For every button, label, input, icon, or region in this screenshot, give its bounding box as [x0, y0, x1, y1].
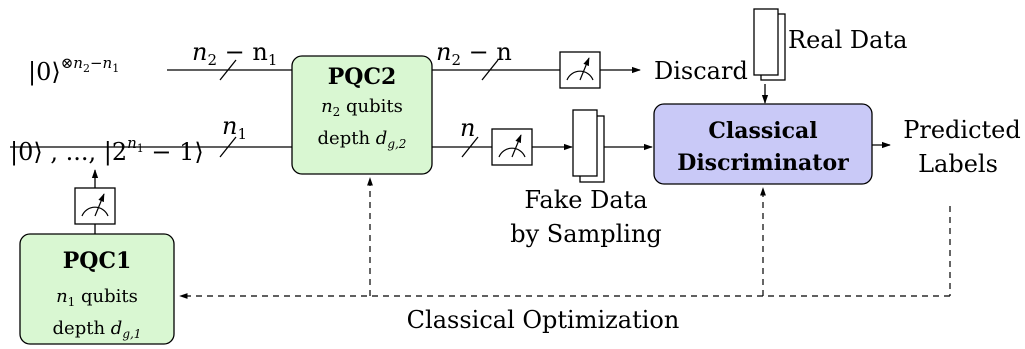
pqc2-box	[291, 55, 433, 175]
meter-needle-icon	[94, 193, 105, 217]
wire-label-top-output: n2 − n	[436, 38, 512, 69]
predicted-labels-line1: Predicted	[903, 116, 1021, 144]
optimization-feedback	[179, 177, 951, 299]
meter-needle-icon	[579, 57, 590, 81]
discriminator-label-line2: Discriminator	[677, 150, 849, 176]
pqc1-depth: depth dg,1	[53, 318, 142, 341]
meter-arc-icon	[566, 70, 594, 81]
real-data-label: Real Data	[788, 26, 907, 54]
wire-label-bottom-output: n	[460, 114, 475, 142]
wire-label-bottom-input: n1	[222, 112, 247, 143]
pqc1-qubits: n1 qubits	[56, 286, 138, 309]
measurement-meter-bottom	[491, 128, 533, 166]
top-input-state: |0⟩⊗n2−n1	[28, 54, 119, 87]
fake-data-label-line2: by Sampling	[510, 220, 662, 248]
pqc1-title: PQC1	[63, 248, 132, 274]
meter-needle-icon	[511, 134, 522, 158]
fake-data-label-line1: Fake Data	[524, 186, 647, 214]
slash-bottom-output	[461, 136, 479, 158]
wire-label-top-input: n2 − n1	[192, 38, 277, 69]
pqc1-box	[19, 233, 175, 345]
measurement-meter-pqc1	[74, 187, 116, 225]
discard-label: Discard	[654, 57, 748, 85]
bus-slashes	[219, 59, 499, 158]
pqc2-title: PQC2	[328, 64, 397, 90]
discriminator-box	[653, 103, 873, 185]
meter-arc-icon	[498, 147, 526, 158]
slash-top-input	[219, 59, 237, 81]
meter-arc-icon	[81, 206, 109, 217]
real-data-stack-icon	[753, 8, 786, 81]
discriminator-label-line1: Classical	[708, 118, 817, 144]
predicted-labels-line2: Labels	[918, 150, 998, 178]
fake-data-stack-icon	[572, 109, 605, 183]
pqc2-qubits: n2 qubits	[321, 96, 403, 119]
slash-bottom-input	[219, 136, 237, 158]
measurement-meter-top	[559, 51, 601, 89]
slash-top-output	[481, 59, 499, 81]
bottom-input-state: |0⟩ , ..., |2n1 − 1⟩	[10, 134, 204, 167]
quantum-wires	[10, 66, 891, 234]
classical-optimization-label: Classical Optimization	[407, 306, 680, 334]
pqc2-depth: depth dg,2	[318, 128, 407, 151]
